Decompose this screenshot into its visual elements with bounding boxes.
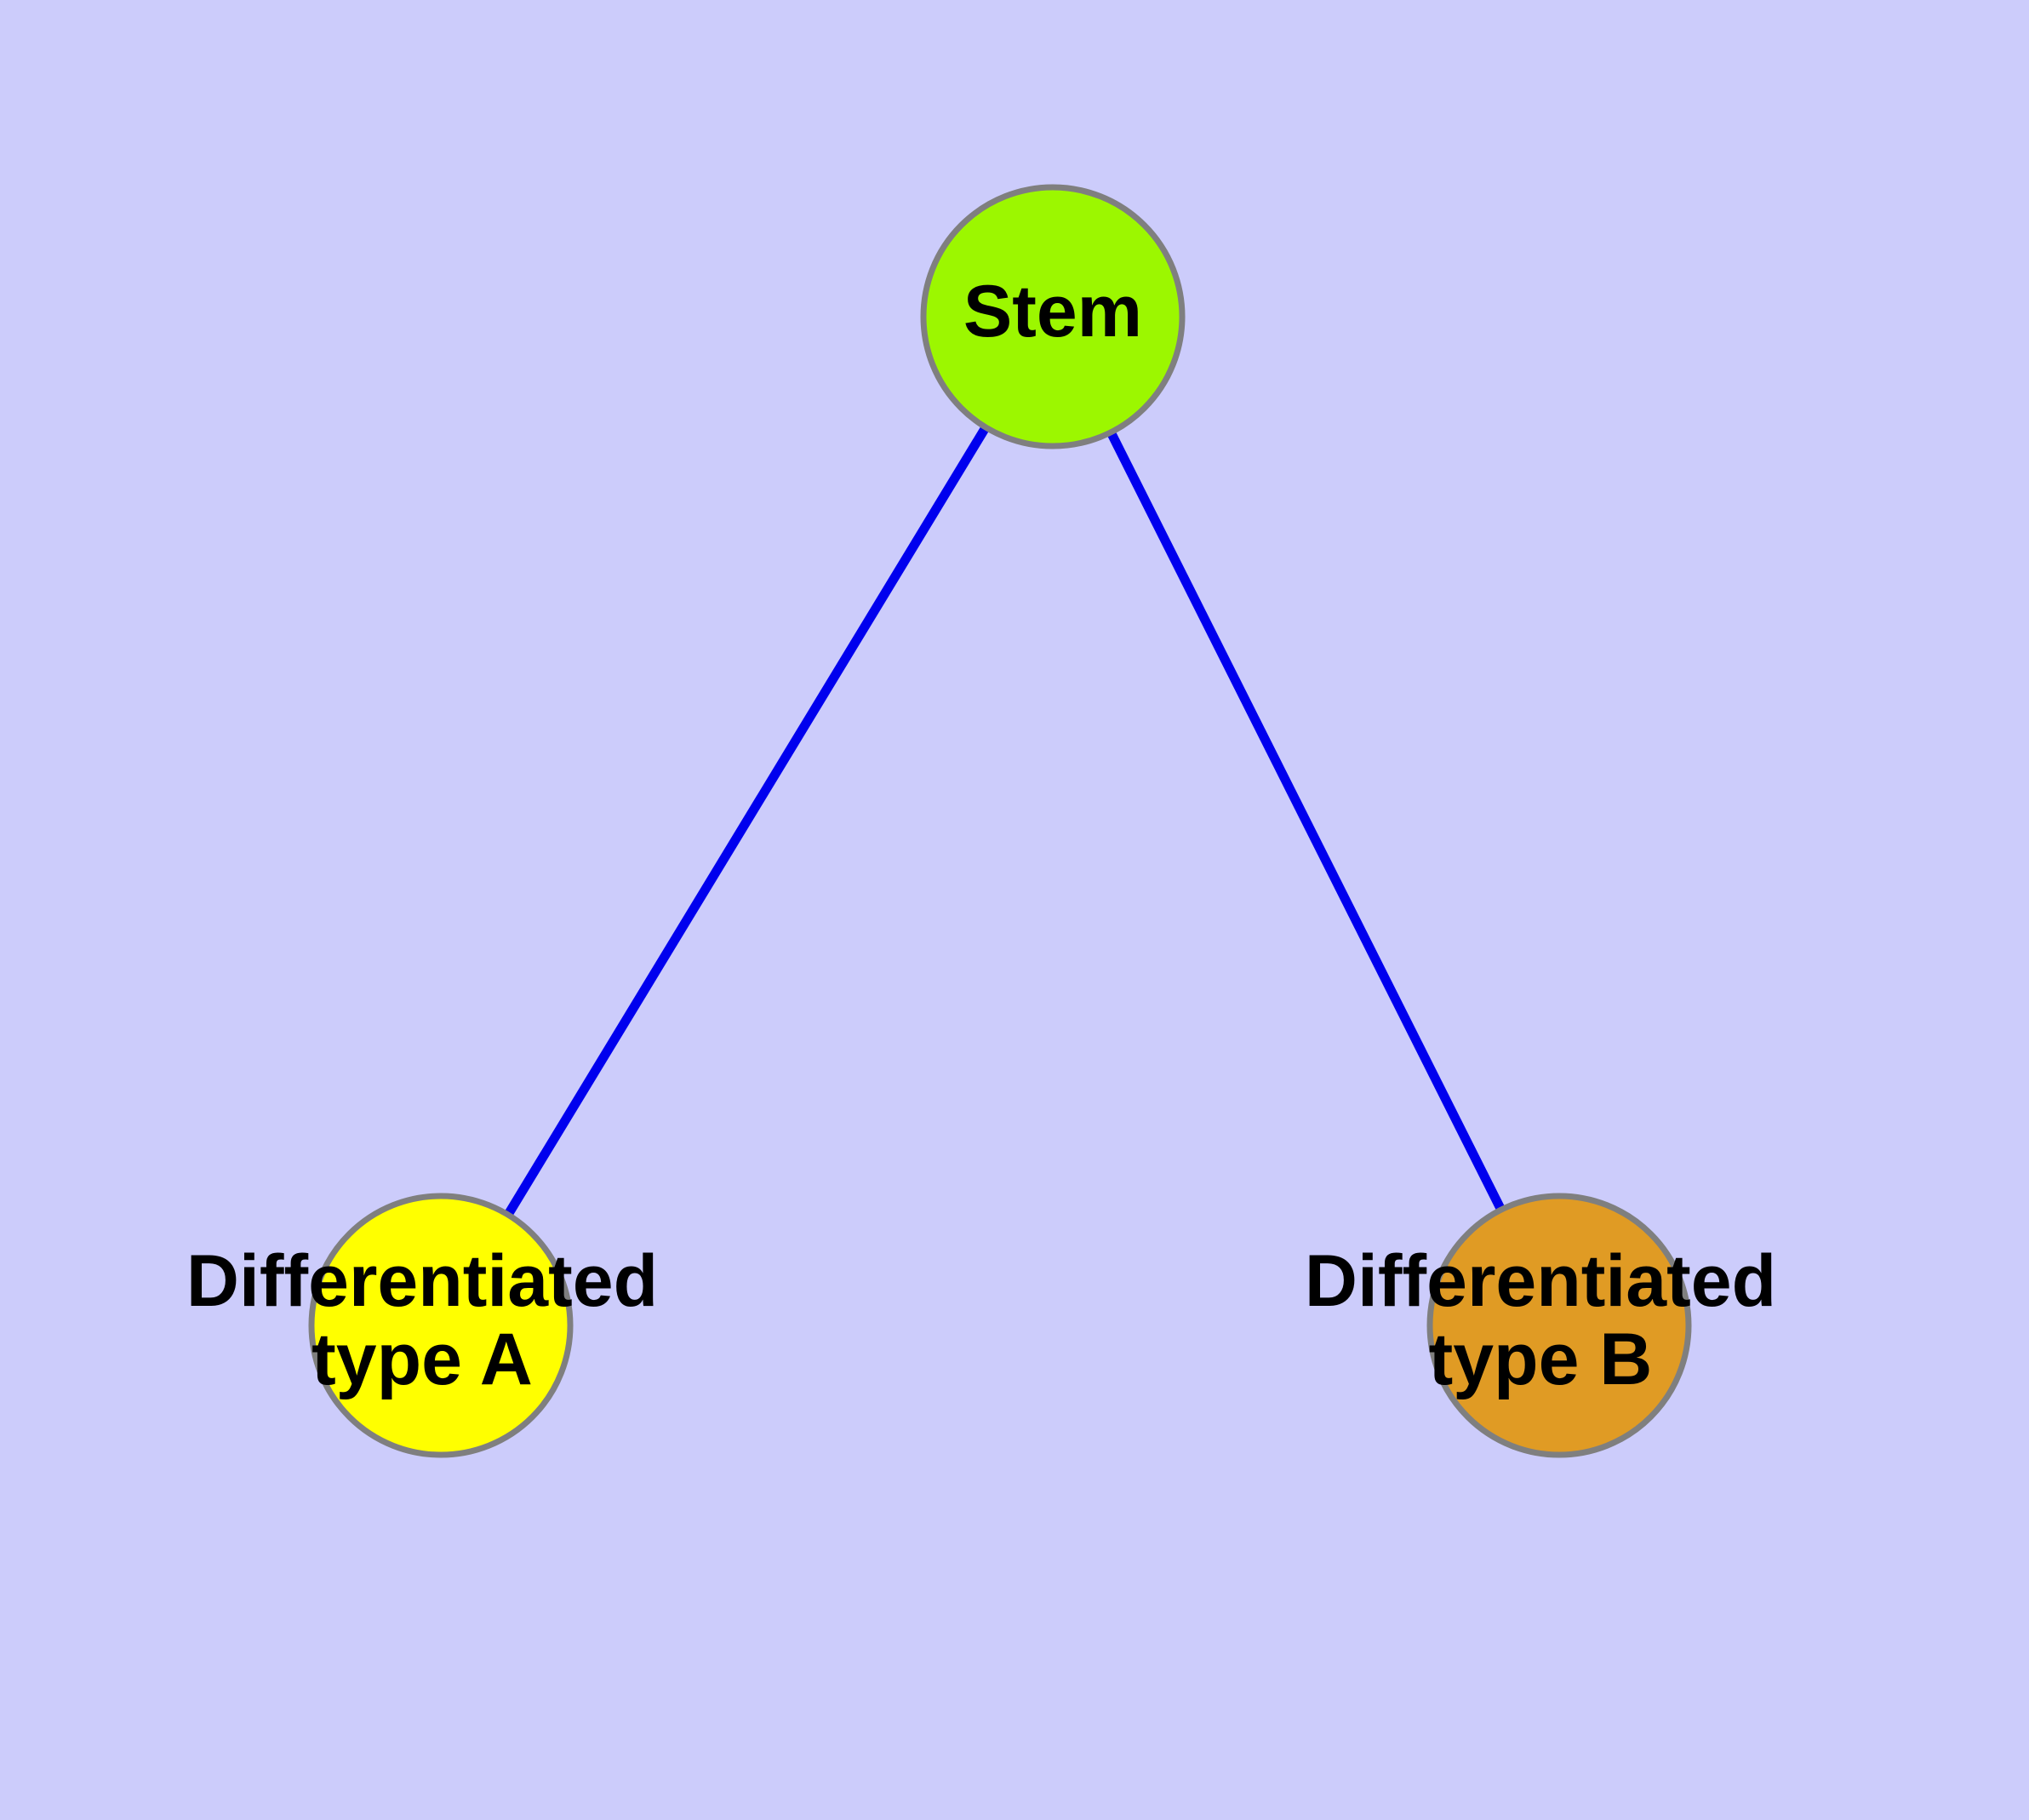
graph-edge[interactable] xyxy=(437,314,1057,1328)
node-label-line: Differentiated xyxy=(186,1240,658,1322)
graph-node-stem[interactable] xyxy=(920,184,1186,449)
node-label-line: type A xyxy=(311,1319,533,1400)
node-label-line: Stem xyxy=(963,271,1142,352)
graph-edge[interactable] xyxy=(1049,314,1563,1328)
nodes-layer xyxy=(308,184,1692,1458)
node-label-stem: Stem xyxy=(963,271,1142,352)
node-label-line: Differentiated xyxy=(1305,1240,1776,1322)
graph-node-diff-b[interactable] xyxy=(1426,1193,1692,1458)
edges-layer xyxy=(437,314,1563,1328)
graph-node-diff-a[interactable] xyxy=(308,1193,574,1458)
node-label-line: type B xyxy=(1429,1319,1653,1400)
